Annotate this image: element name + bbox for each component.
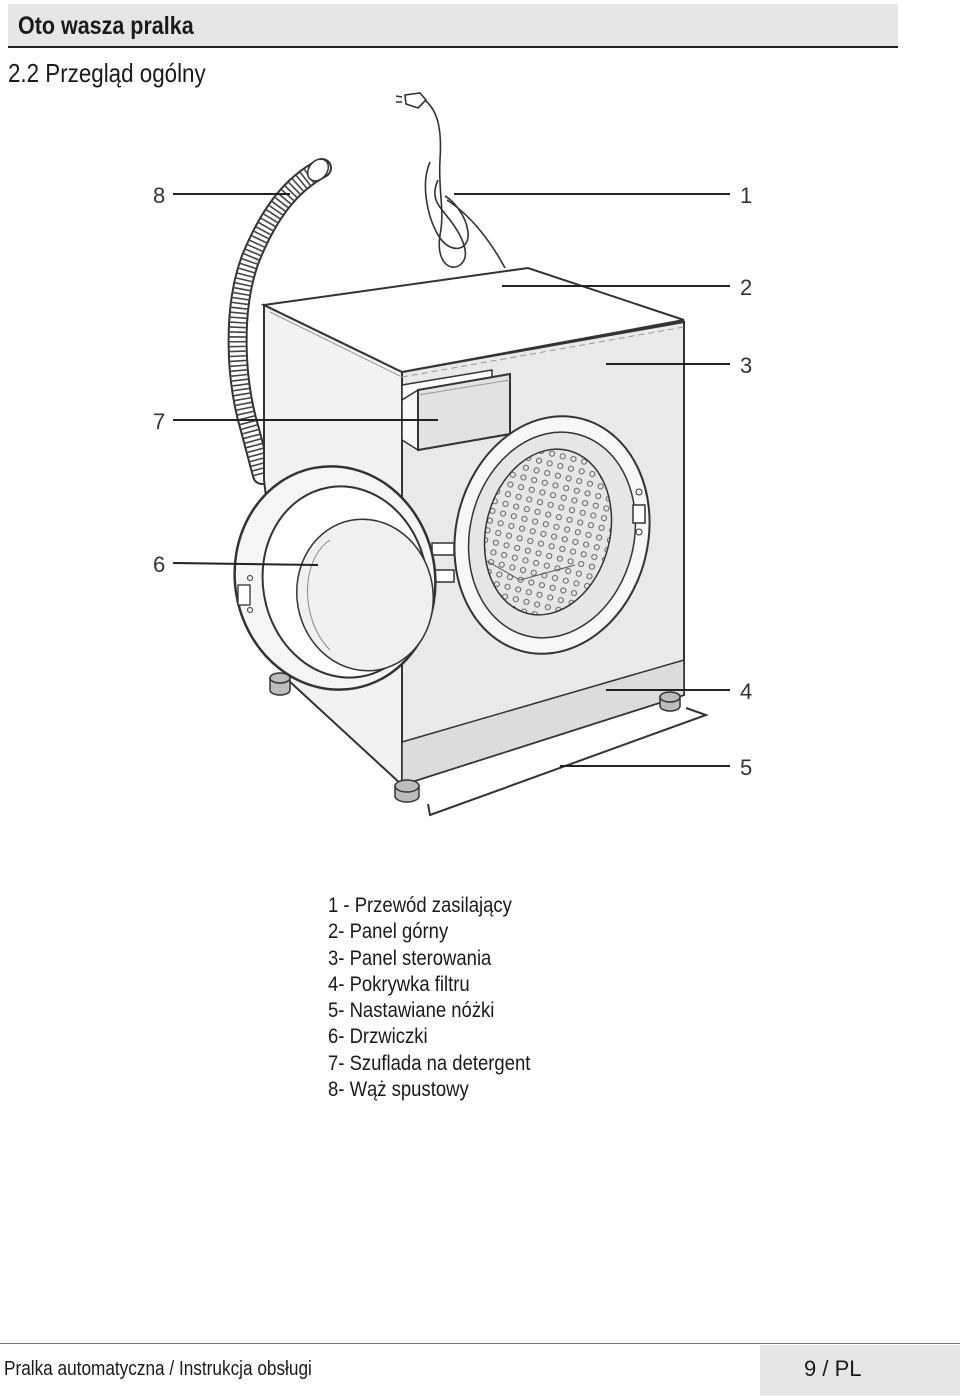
- parts-legend: 1 - Przewód zasilający 2- Panel górny 3-…: [328, 893, 530, 1103]
- legend-item: 8- Wąż spustowy: [328, 1078, 469, 1102]
- callout-2: 2: [740, 275, 752, 300]
- footer-document-title: Pralka automatyczna / Instrukcja obsługi: [4, 1358, 312, 1380]
- section-title: 2.2 Przegląd ogólny: [8, 58, 206, 88]
- legend-item: 7- Szuflada na detergent: [328, 1051, 531, 1075]
- callout-5: 5: [740, 755, 752, 780]
- legend-item: 2- Panel górny: [328, 920, 449, 944]
- legend-item: 4- Pokrywka filtru: [328, 972, 470, 996]
- adjustable-feet: [269, 672, 681, 803]
- callout-1: 1: [740, 183, 752, 208]
- footer-page-box: [760, 1345, 960, 1395]
- callout-6: 6: [153, 552, 165, 577]
- callout-8: 8: [153, 183, 165, 208]
- callout-3: 3: [740, 353, 752, 378]
- legend-item: 5- Nastawiane nóżki: [328, 999, 495, 1023]
- drain-hose: [227, 158, 332, 485]
- legend-item: 1 - Przewód zasilający: [328, 894, 512, 917]
- power-cord: [395, 92, 506, 269]
- drum-opening: [453, 415, 651, 655]
- legend-item: 6- Drzwiczki: [328, 1025, 428, 1049]
- legend-item: 3- Panel sterowania: [328, 946, 492, 970]
- door: [233, 465, 437, 691]
- page-number: 9 / PL: [804, 1356, 862, 1381]
- callout-4: 4: [740, 679, 752, 704]
- page-header: Oto wasza pralka: [8, 4, 898, 48]
- footer-divider: [0, 1343, 960, 1344]
- washing-machine-diagram: 1 2 3 4 5 6 7 8: [153, 92, 752, 817]
- header-title: Oto wasza pralka: [18, 12, 194, 40]
- top-panel: [260, 266, 685, 374]
- callout-7: 7: [153, 409, 165, 434]
- filter-cover: [401, 659, 685, 787]
